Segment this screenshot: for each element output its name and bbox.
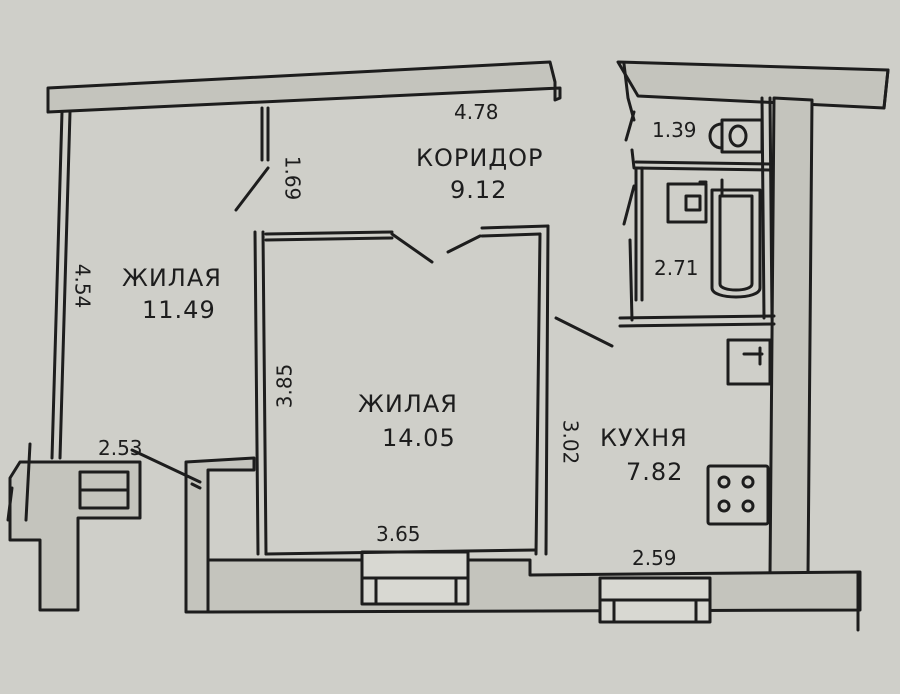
bathroom-area: 2.71 bbox=[654, 256, 699, 280]
stove-icon bbox=[706, 464, 770, 526]
center-room-door bbox=[390, 232, 482, 264]
corridor-width-dimension: 1.69 bbox=[280, 155, 305, 201]
stove-burner-4 bbox=[741, 499, 755, 513]
balcony-dimension-line bbox=[130, 448, 202, 490]
door-swing-left-room bbox=[234, 166, 270, 212]
stove-burner-1 bbox=[717, 475, 731, 489]
center-room-wall-top-right bbox=[480, 224, 550, 238]
kitchen-sink-icon bbox=[726, 338, 772, 386]
living-center-name: ЖИЛАЯ bbox=[358, 390, 458, 418]
toilet-area: 1.39 bbox=[652, 118, 697, 142]
corridor-area: 9.12 bbox=[450, 176, 508, 204]
corridor-partition-left bbox=[260, 106, 270, 162]
window-center-room bbox=[360, 550, 470, 606]
living-left-area: 11.49 bbox=[142, 296, 216, 324]
bathtub-icon bbox=[710, 188, 762, 299]
toilet-icon bbox=[708, 118, 764, 154]
stove-burner-2 bbox=[741, 475, 755, 489]
wet-room-partition-left bbox=[634, 166, 644, 302]
toilet-bowl bbox=[728, 124, 748, 148]
stove-burner-3 bbox=[717, 499, 731, 513]
center-room-wall-left bbox=[253, 230, 268, 556]
exterior-edge-right bbox=[856, 68, 890, 632]
kitchen-area: 7.82 bbox=[626, 458, 684, 486]
outer-wall-top bbox=[46, 60, 562, 114]
bath-door bbox=[622, 184, 636, 226]
toilet-bath-wall bbox=[634, 160, 772, 172]
window-kitchen bbox=[598, 576, 712, 624]
center-room-width-dimension: 3.65 bbox=[376, 522, 421, 546]
center-room-wall-top bbox=[264, 230, 394, 242]
balcony-door-block bbox=[184, 456, 256, 614]
center-room-wall-bottom bbox=[264, 548, 538, 556]
center-room-depth-dimension: 3.85 bbox=[272, 363, 297, 409]
living-center-area: 14.05 bbox=[382, 424, 456, 452]
outer-wall-top-right bbox=[616, 60, 890, 110]
outer-wall-bottom bbox=[206, 558, 862, 614]
bath-kitchen-wall bbox=[618, 314, 776, 328]
kitchen-door bbox=[554, 316, 614, 348]
left-room-length-dimension: 4.54 bbox=[70, 263, 95, 309]
exterior-edge-left bbox=[6, 442, 32, 522]
corridor-length-dimension: 4.78 bbox=[454, 100, 499, 124]
outer-wall-left bbox=[50, 110, 72, 460]
toilet-door bbox=[624, 110, 636, 142]
outer-wall-right bbox=[768, 96, 814, 577]
kitchen-name: КУХНЯ bbox=[600, 424, 688, 452]
center-room-wall-right bbox=[534, 224, 550, 556]
balcony-inner bbox=[78, 470, 130, 510]
living-left-name: ЖИЛАЯ bbox=[122, 264, 222, 292]
kitchen-width-dimension: 2.59 bbox=[632, 546, 677, 570]
balcony-block bbox=[8, 460, 142, 612]
bath-sink-icon bbox=[666, 178, 724, 224]
wet-room-wall-left bbox=[622, 62, 636, 322]
corridor-name: КОРИДОР bbox=[416, 144, 544, 172]
balcony-dimension: 2.53 bbox=[98, 436, 143, 460]
kitchen-depth-dimension: 3.02 bbox=[558, 419, 583, 465]
